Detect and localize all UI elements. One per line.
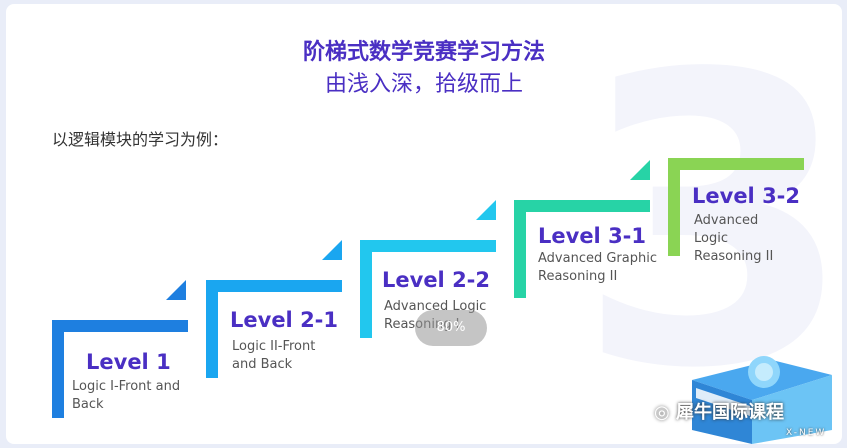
- step-bar-left: [360, 240, 372, 338]
- step-level-label: Level 2-2: [382, 268, 490, 292]
- step-level-label: Level 3-2: [692, 184, 800, 208]
- step-bar-top: [360, 240, 496, 252]
- watermark-label: 犀牛国际课程: [676, 402, 784, 423]
- step-triangle: [630, 160, 650, 180]
- step-bar-left: [514, 200, 526, 298]
- step-bar-left: [206, 280, 218, 378]
- step-bar-left: [52, 320, 64, 418]
- step-level-label: Level 2-1: [230, 308, 338, 332]
- zoom-indicator: 80%: [415, 310, 487, 346]
- wechat-icon: ◎: [654, 402, 676, 423]
- step-triangle: [476, 200, 496, 220]
- step-level-3-2: Level 3-2 Advanced Logic Reasoning II: [668, 158, 804, 256]
- step-description: Logic II-Front and Back: [232, 338, 332, 374]
- intro-text: 以逻辑模块的学习为例：: [52, 126, 228, 150]
- step-bar-top: [206, 280, 342, 292]
- step-bar-left: [668, 158, 680, 256]
- step-triangle: [166, 280, 186, 300]
- step-level-1: Level 1 Logic I-Front and Back: [52, 320, 188, 418]
- step-triangle: [322, 240, 342, 260]
- step-bar-top: [514, 200, 650, 212]
- step-bar-top: [52, 320, 188, 332]
- step-level-3-1: Level 3-1 Advanced Graphic Reasoning II: [514, 200, 650, 298]
- slide-title: 阶梯式数学竞赛学习方法: [6, 34, 842, 66]
- watermark-text: ◎ 犀牛国际课程: [654, 398, 784, 424]
- step-description: Logic I-Front and Back: [72, 378, 202, 414]
- step-description: Advanced Graphic Reasoning II: [538, 250, 658, 286]
- step-bar-top: [668, 158, 804, 170]
- step-level-label: Level 1: [86, 350, 171, 374]
- step-level-label: Level 3-1: [538, 224, 646, 248]
- slide-subtitle: 由浅入深，拾级而上: [6, 66, 842, 98]
- step-level-2-1: Level 2-1 Logic II-Front and Back: [206, 280, 342, 378]
- slide: 3 阶梯式数学竞赛学习方法 由浅入深，拾级而上 以逻辑模块的学习为例： Leve…: [6, 4, 842, 444]
- watermark-sub: X-NEW: [786, 428, 826, 438]
- book-illustration: [682, 330, 842, 444]
- step-description: Advanced Logic Reasoning II: [694, 212, 794, 266]
